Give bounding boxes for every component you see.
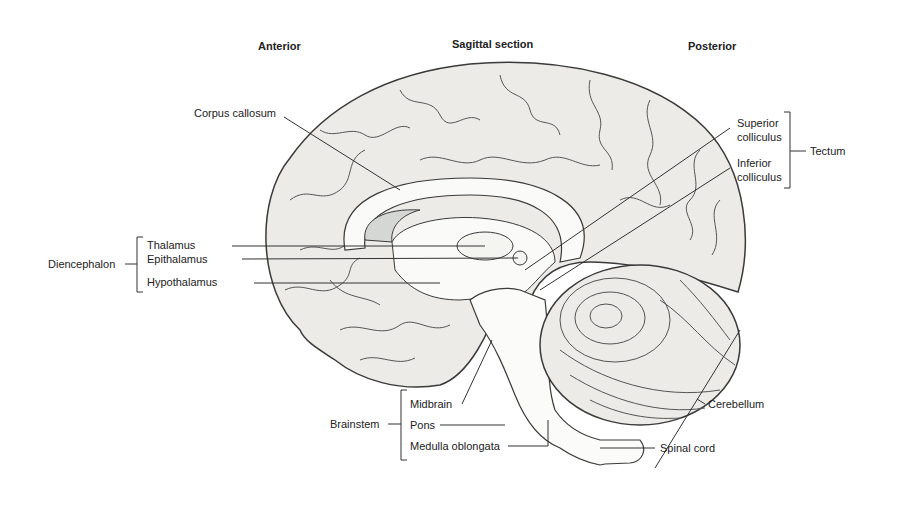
- direction-label: Anterior: [258, 40, 301, 52]
- part-label: Cerebellum: [708, 397, 764, 411]
- group-label: Brainstem: [330, 417, 380, 431]
- group-label: Diencephalon: [48, 257, 115, 271]
- group-label: Tectum: [810, 144, 845, 158]
- part-label: Hypothalamus: [147, 275, 217, 289]
- part-label: Midbrain: [410, 397, 452, 411]
- group-brackets: [125, 112, 806, 460]
- part-label: Spinal cord: [660, 441, 715, 455]
- part-label: Epithalamus: [147, 252, 208, 266]
- part-label: Inferior colliculus: [737, 156, 799, 184]
- cerebellum-folia: [560, 278, 735, 418]
- part-label: Superior colliculus: [737, 116, 799, 144]
- part-label: Pons: [410, 418, 435, 432]
- part-label: Corpus callosum: [194, 106, 276, 120]
- direction-label: Posterior: [688, 40, 736, 52]
- leader-lines: [232, 117, 740, 468]
- part-label: Medulla oblongata: [410, 439, 500, 453]
- diagram-title: Sagittal section: [452, 38, 533, 50]
- part-label: Thalamus: [147, 238, 195, 252]
